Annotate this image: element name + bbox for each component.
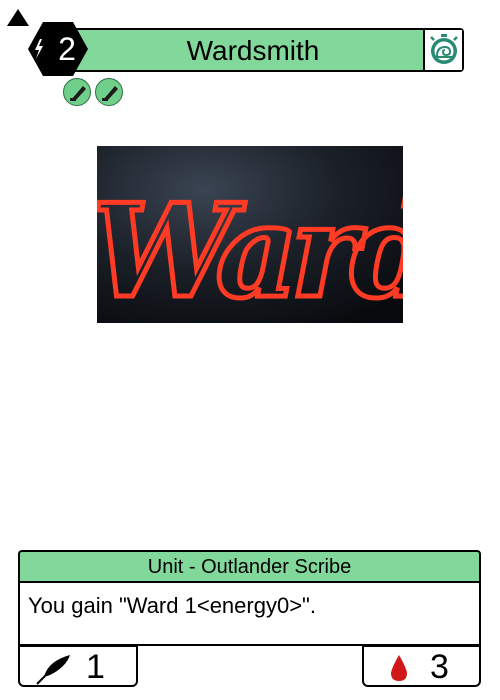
quill-icon <box>36 655 70 685</box>
attack-value: 1 <box>86 648 105 686</box>
lightning-icon <box>35 39 43 59</box>
blood-drop-icon <box>391 655 407 681</box>
art-text: Ward. <box>97 177 403 323</box>
attack-stat: 1 <box>18 645 138 687</box>
cost-value: 2 <box>58 31 76 67</box>
health-stat: 3 <box>362 645 481 687</box>
title-bar: Wardsmith <box>42 28 464 72</box>
stopwatch-snail-icon <box>423 30 462 70</box>
hexagon-icon <box>28 22 88 76</box>
health-value: 3 <box>430 648 449 686</box>
cost-badge: 2 <box>28 22 88 76</box>
text-box: You gain "Ward 1<energy0>". <box>18 581 481 646</box>
art-image: Ward. <box>97 146 403 323</box>
card-name: Wardsmith <box>186 35 320 66</box>
quill-eraser-icon <box>95 78 123 106</box>
card-art: Ward. <box>97 146 403 323</box>
quill-eraser-icon <box>63 78 91 106</box>
type-bar: Unit - Outlander Scribe <box>18 550 481 582</box>
corner-triangle-icon <box>7 9 29 26</box>
ability-text: You gain "Ward 1<energy0>". <box>28 593 316 618</box>
type-line: Unit - Outlander Scribe <box>147 556 352 578</box>
